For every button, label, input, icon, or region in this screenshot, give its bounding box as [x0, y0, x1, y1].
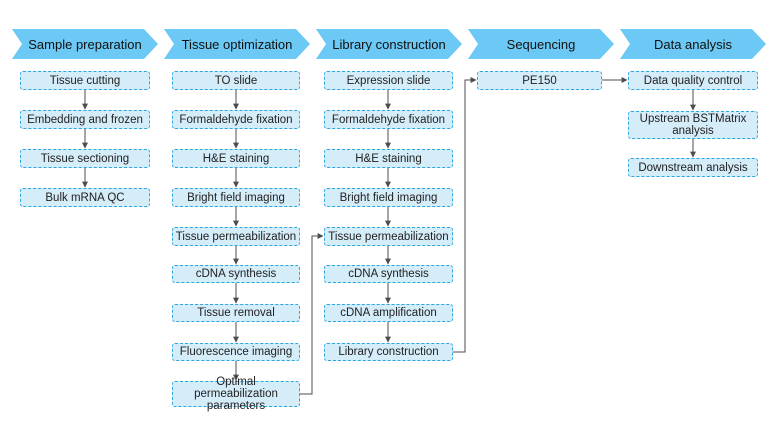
step-formaldehyde-fixation: Formaldehyde fixation: [324, 110, 453, 129]
step-he-staining: H&E staining: [324, 149, 453, 168]
step-tissue-cutting: Tissue cutting: [20, 71, 150, 90]
stage-title: Sample preparation: [28, 36, 142, 52]
stage-header-tissue-optimization: Tissue optimization: [164, 29, 310, 59]
step-tissue-sectioning: Tissue sectioning: [20, 149, 150, 168]
stage-header-library-construction: Library construction: [316, 29, 462, 59]
chevron-shape: [316, 29, 462, 59]
step-to-slide: TO slide: [172, 71, 300, 90]
step-library-construction: Library construction: [324, 343, 453, 361]
stage-title: Sequencing: [506, 36, 576, 52]
stage-title: Library construction: [332, 36, 446, 52]
arrow-elbow: [453, 77, 477, 353]
chevron-shape: [620, 29, 766, 59]
step-cdna-amplification: cDNA amplification: [324, 304, 453, 322]
stage-header-data-analysis: Data analysis: [620, 29, 766, 59]
chevron-shape: [164, 29, 310, 59]
stage-title: Data analysis: [653, 36, 733, 52]
step-bright-field-imaging: Bright field imaging: [324, 188, 453, 207]
step-cdna-synthesis: cDNA synthesis: [172, 265, 300, 283]
step-tissue-permeabilization: Tissue permeabilization: [172, 227, 300, 246]
step-bulk-mrna-qc: Bulk mRNA QC: [20, 188, 150, 207]
step-tissue-permeabilization: Tissue permeabilization: [324, 227, 453, 246]
step-cdna-synthesis: cDNA synthesis: [324, 265, 453, 283]
step-he-staining: H&E staining: [172, 149, 300, 168]
stage-header-sequencing: Sequencing: [468, 29, 614, 59]
step-optimal-permeabilization-parameters: Optimal permeabilization parameters: [172, 376, 300, 412]
step-expression-slide: Expression slide: [324, 71, 453, 90]
step-upstream-bstmatrix-analysis: Upstream BSTMatrix analysis: [628, 111, 758, 139]
stage-title: Tissue optimization: [181, 36, 293, 52]
step-embedding-and-frozen: Embedding and frozen: [20, 110, 150, 129]
step-fluorescence-imaging: Fluorescence imaging: [172, 343, 300, 361]
arrow-elbow: [300, 233, 324, 395]
step-pe150: PE150: [477, 71, 602, 90]
chevron-shape: [468, 29, 614, 59]
step-tissue-removal: Tissue removal: [172, 304, 300, 322]
step-downstream-analysis: Downstream analysis: [628, 158, 758, 177]
stage-header-sample-preparation: Sample preparation: [12, 29, 158, 59]
chevron-shape: [12, 29, 158, 59]
step-formaldehyde-fixation: Formaldehyde fixation: [172, 110, 300, 129]
step-data-quality-control: Data quality control: [628, 71, 758, 90]
step-bright-field-imaging: Bright field imaging: [172, 188, 300, 207]
